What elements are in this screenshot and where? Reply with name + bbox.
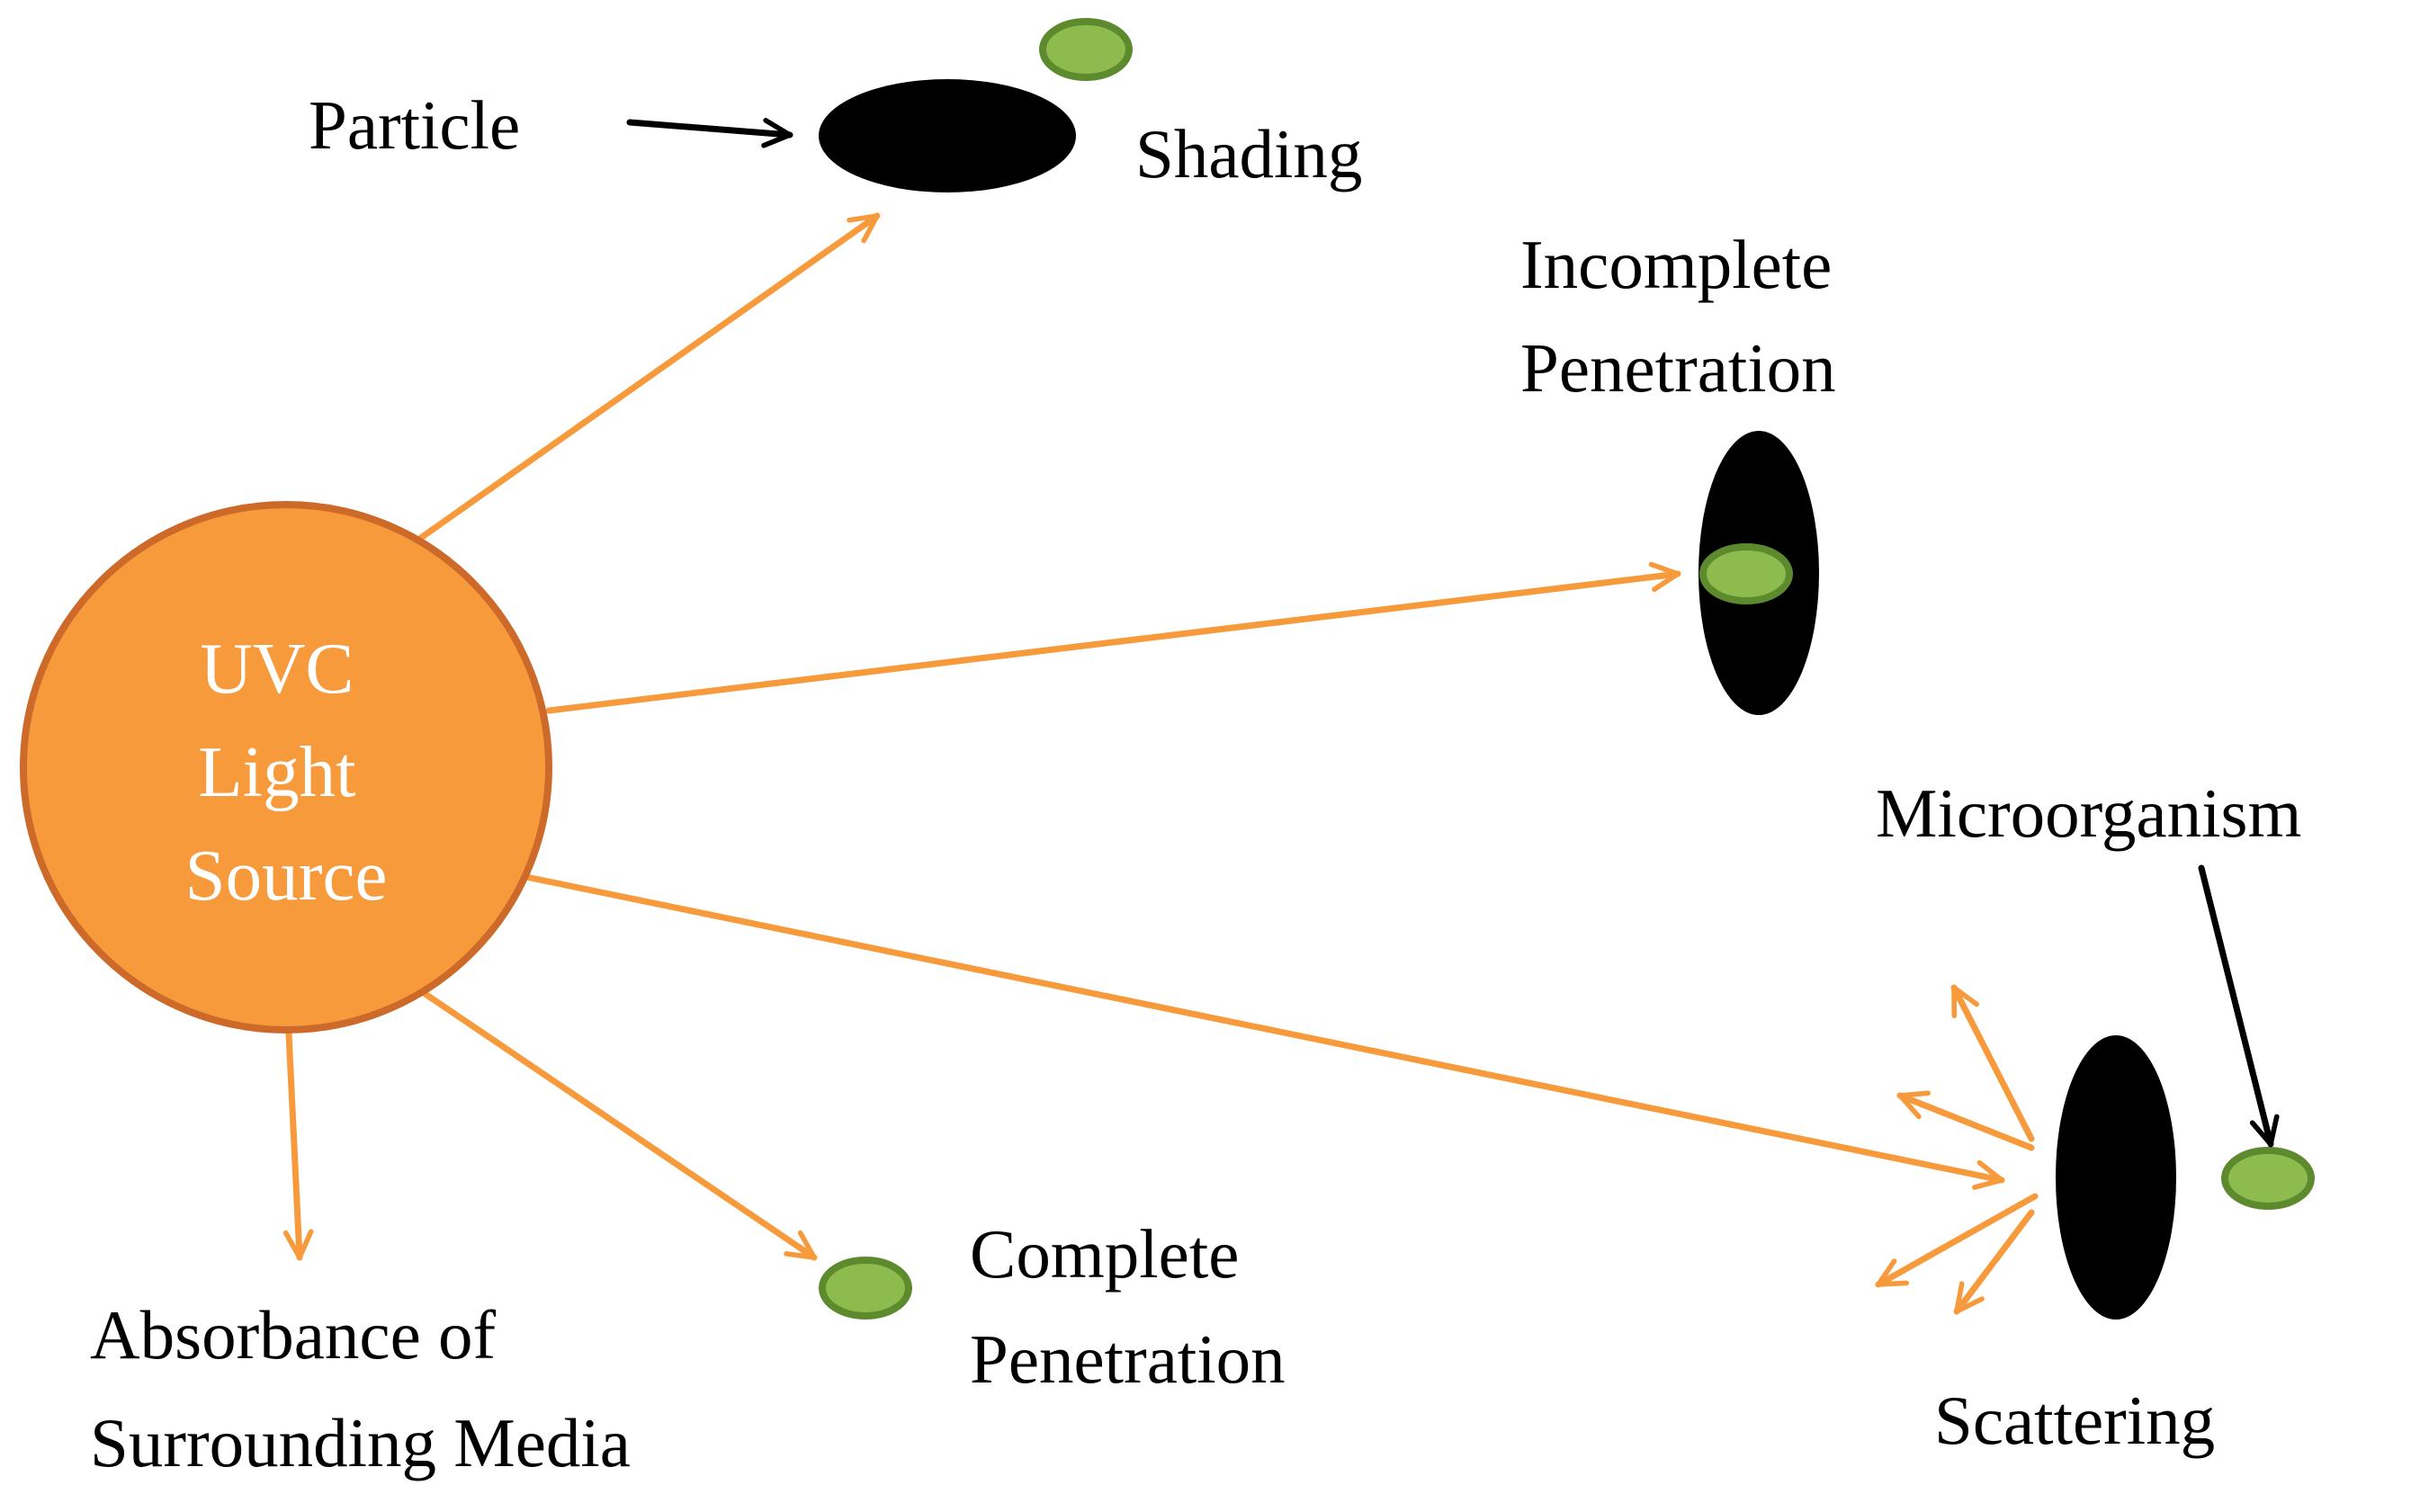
scatter-ray-up-left <box>1896 1090 2035 1151</box>
source-label-line-1: UVC <box>200 628 354 709</box>
shading-group: Particle Shading <box>309 18 1362 192</box>
shading-label: Shading <box>1135 115 1362 192</box>
microorganism-label: Microorganism <box>1876 774 2301 852</box>
beam-complete-arrow <box>406 980 818 1261</box>
absorbance-group: Absorbance of Surrounding Media <box>90 1296 631 1481</box>
incomplete-penetration-label: Incomplete Penetration <box>1520 226 1850 407</box>
incomplete-penetration-group: Incomplete Penetration <box>1520 226 1850 715</box>
microorganism-pointer-arrow <box>2198 864 2280 1148</box>
particle-pointer-arrow <box>626 118 793 148</box>
incomplete-label-line-1: Incomplete <box>1520 226 1832 303</box>
complete-label-line-2: Penetration <box>970 1320 1286 1398</box>
complete-microorganism <box>819 1257 912 1320</box>
complete-penetration-group: Complete Penetration <box>819 1215 1286 1398</box>
particle-label: Particle <box>309 86 520 164</box>
shading-particle <box>819 79 1076 192</box>
scatter-ray-up <box>1950 984 2035 1142</box>
beam-incomplete-arrow <box>545 561 1681 714</box>
scattering-microorganism <box>2221 1147 2315 1210</box>
uvc-light-source: UVC Light Source <box>20 501 552 1033</box>
scattering-group: Microorganism Scattering <box>1876 774 2315 1459</box>
scattering-particle <box>2056 1035 2176 1320</box>
source-label-line-2: Light <box>198 731 356 812</box>
light-source-circle <box>20 501 552 1033</box>
beam-absorbance-arrow <box>282 1011 314 1261</box>
absorbance-label-line-1: Absorbance of <box>90 1296 496 1373</box>
beam-shading-arrow <box>406 212 881 550</box>
source-label: UVC Light Source <box>185 628 388 916</box>
source-label-line-3: Source <box>185 835 388 916</box>
beam-scattering-arrow <box>523 873 2005 1190</box>
beam-arrows <box>282 212 2005 1261</box>
absorbance-label: Absorbance of Surrounding Media <box>90 1296 631 1481</box>
complete-label-line-1: Complete <box>970 1215 1239 1293</box>
scatter-ray-down <box>1953 1209 2035 1315</box>
incomplete-microorganism <box>1699 543 1793 604</box>
complete-penetration-label: Complete Penetration <box>970 1215 1286 1398</box>
scattering-label: Scattering <box>1934 1382 2215 1459</box>
absorbance-label-line-2: Surrounding Media <box>90 1404 631 1481</box>
scatter-ray-down-left <box>1875 1193 2039 1288</box>
incomplete-label-line-2: Penetration <box>1520 329 1836 407</box>
shading-microorganism <box>1039 18 1133 81</box>
scatter-rays <box>1875 984 2039 1315</box>
